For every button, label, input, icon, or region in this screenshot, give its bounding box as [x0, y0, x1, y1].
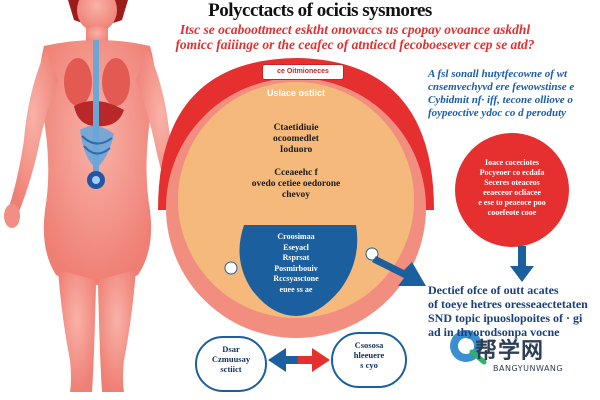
- arrow-down-icon: [510, 246, 534, 282]
- center-mid-line: chevoy: [282, 190, 310, 200]
- blue-panel-text: Croosimaa Eseyacl Rsprsat Posmirbouiv Rc…: [256, 232, 336, 295]
- center-top-line: Ctaetidiuie: [273, 123, 319, 133]
- bottom-line: ad in thyorodsonpa vocne: [428, 325, 560, 339]
- watermark-sub: BANGYUNWANG: [493, 364, 564, 373]
- blue-panel-line: Posmirbouiv: [274, 263, 318, 273]
- right-blue-line: cnsemvechyvd ere fewowstinse e: [428, 81, 575, 93]
- red-circle-line: cooefeote cooe: [487, 208, 537, 217]
- blue-panel-line: Rsprsat: [282, 253, 310, 262]
- subtitle-line: Itsc se ocaboottmect esktht onovaccs us …: [179, 22, 531, 37]
- right-blue-line: Cybidmit nf· iff, tecone olliove o: [428, 94, 573, 106]
- right-blue-line: A fsl sonall hutytfecowne of wt: [428, 68, 568, 80]
- page-title: Polycctacts of ocicis sysmores: [208, 0, 432, 21]
- center-mid-text: Cceaeehc f ovedo cetiee oedorone chevoy: [226, 168, 366, 201]
- double-arrow-icon: [268, 348, 300, 372]
- red-circle-line: Seceres oteaceos: [484, 178, 540, 187]
- inner-orange-circle: [178, 82, 414, 318]
- right-pill-text: Csososa hleeuere s cyo: [334, 340, 404, 370]
- bottom-line: SND topic ipuoslopoites of · gi: [428, 311, 583, 325]
- right-pill-line: s cyo: [360, 360, 378, 370]
- blue-panel-line: Rccsyasctone: [273, 274, 319, 283]
- subtitle-line: fomicc faiiinge or the ceafec of atntiec…: [175, 37, 535, 52]
- left-pill-line: sctiict: [220, 364, 242, 374]
- red-circle-line: Pocyeoer co ecdafa: [479, 168, 545, 177]
- left-pill: [195, 336, 267, 392]
- red-circle-line: e ese to peaeoce poo: [478, 198, 546, 207]
- left-pill-line: Czmuusay: [211, 354, 251, 364]
- blue-panel-line: Croosimaa: [277, 232, 315, 241]
- left-pill-text: Dsar Czmuusay sctiict: [198, 344, 264, 374]
- section-tag: ce Oitmioneces: [262, 64, 344, 80]
- red-circle-line: eeaeceor ocliacee: [483, 188, 541, 197]
- center-top-line: Ioduoro: [279, 145, 313, 155]
- blue-panel-line: euee ss ae: [279, 284, 313, 294]
- right-pill-line: hleeuere: [353, 350, 385, 360]
- right-pill-line: Csososa: [354, 340, 384, 350]
- right-blue-line: foypeoctive ydoc co d peroduty: [428, 107, 567, 119]
- bottom-right-text: Dectief ofce of outt acates of toeye het…: [428, 283, 600, 339]
- arrow-right-icon: [372, 256, 426, 286]
- red-circle: [455, 133, 569, 247]
- blue-panel-line: Eseyacl: [283, 242, 309, 252]
- outer-label: Uslace ostiict: [266, 88, 326, 98]
- right-blue-text: A fsl sonall hutytfecowne of wt cnsemvec…: [428, 68, 598, 120]
- watermark-name: 帮学网: [475, 339, 545, 364]
- center-mid-line: ovedo cetiee oedorone: [251, 179, 341, 189]
- blue-panel-shape: [239, 225, 358, 316]
- page-subtitle: Itsc se ocaboottmect esktht onovaccs us …: [135, 22, 575, 52]
- left-pill-line: Dsar: [222, 344, 240, 354]
- right-pill: [331, 332, 407, 388]
- watermark-logo-icon: [450, 330, 487, 365]
- center-top-line: ocoomedlet: [273, 134, 319, 144]
- bottom-line: of toeye hetres oresseaectetaten: [428, 297, 588, 311]
- center-mid-line: Cceaeehc f: [274, 168, 318, 178]
- bottom-line: Dectief ofce of outt acates: [428, 283, 559, 297]
- center-top-text: Ctaetidiuie ocoomedlet Ioduoro: [246, 123, 346, 156]
- red-circle-text: Ioace coceciotes Pocyeoer co ecdafa Sece…: [462, 158, 562, 218]
- red-circle-line: Ioace coceciotes: [485, 158, 539, 167]
